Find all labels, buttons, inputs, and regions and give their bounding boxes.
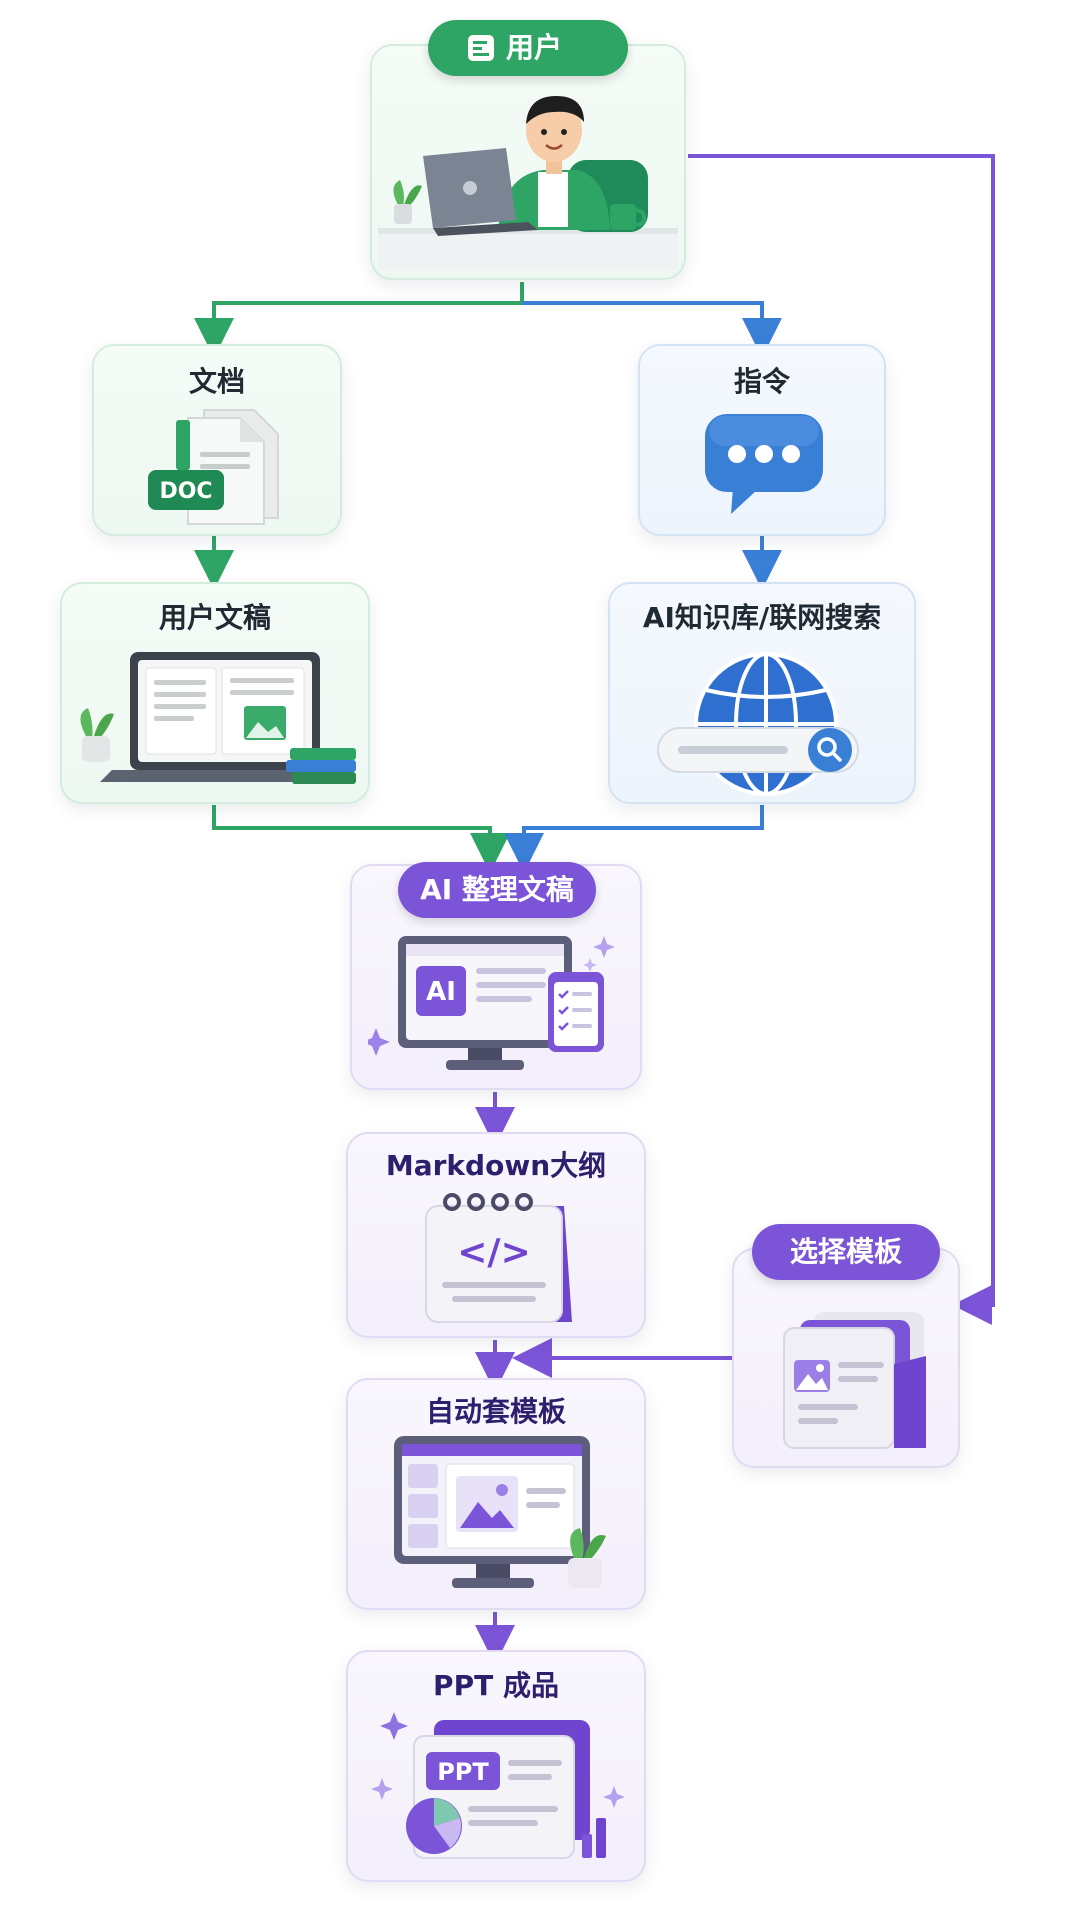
ai-organize-pill: AI 整理文稿 — [398, 862, 596, 918]
user-doc-title: 用户文稿 — [158, 601, 271, 634]
select-template-pill: 选择模板 — [752, 1224, 940, 1280]
auto-template-card: 自动套模板 — [346, 1378, 646, 1610]
ppt-card: PPT 成品 PPT — [346, 1650, 646, 1882]
ppt-presentation-icon: PPT — [371, 1712, 625, 1859]
doc-title: 文档 — [188, 365, 245, 398]
instruction-title: 指令 — [733, 365, 790, 398]
code-symbol-text: </> — [457, 1232, 530, 1273]
markdown-card: Markdown大纲 </> — [346, 1132, 646, 1338]
arrow-user-to-doc — [194, 282, 524, 358]
markdown-title: Markdown大纲 — [385, 1149, 607, 1182]
ai-organize-label: AI 整理文稿 — [420, 873, 574, 906]
select-template-label: 选择模板 — [789, 1235, 902, 1268]
knowledge-title: AI知识库/联网搜索 — [642, 601, 882, 634]
arrow-userdoc-to-ai — [212, 805, 510, 873]
auto-template-title: 自动套模板 — [425, 1395, 566, 1428]
template-monitor-icon — [394, 1436, 606, 1588]
doc-card: 文档 DOC — [92, 344, 342, 536]
knowledge-card: AI知识库/联网搜索 — [608, 582, 916, 804]
arrow-knowledge-to-ai — [504, 805, 764, 873]
chat-bubble-icon — [705, 414, 823, 514]
laptop-document-illustration — [80, 652, 356, 784]
user-pill: 用户 — [428, 20, 628, 76]
user-card — [370, 44, 686, 280]
user-doc-card: 用户文稿 — [60, 582, 370, 804]
ppt-title: PPT 成品 — [433, 1669, 559, 1702]
globe-search-icon — [657, 652, 859, 796]
document-list-icon — [468, 35, 494, 61]
arrow-user-to-select-template — [688, 154, 995, 1325]
template-folder-icon — [783, 1312, 926, 1449]
ppt-badge-text: PPT — [437, 1758, 489, 1786]
user-label: 用户 — [506, 31, 563, 64]
user-at-laptop-illustration — [378, 96, 678, 270]
doc-file-icon: DOC — [148, 409, 279, 525]
ai-badge-text: AI — [426, 977, 456, 1007]
instruction-card: 指令 — [638, 344, 886, 536]
select-template-card — [732, 1248, 960, 1468]
markdown-calendar-icon: </> — [425, 1193, 572, 1323]
ai-monitor-icon: AI — [368, 936, 615, 1070]
arrow-user-to-instruction — [522, 301, 782, 358]
doc-badge-text: DOC — [159, 479, 212, 504]
